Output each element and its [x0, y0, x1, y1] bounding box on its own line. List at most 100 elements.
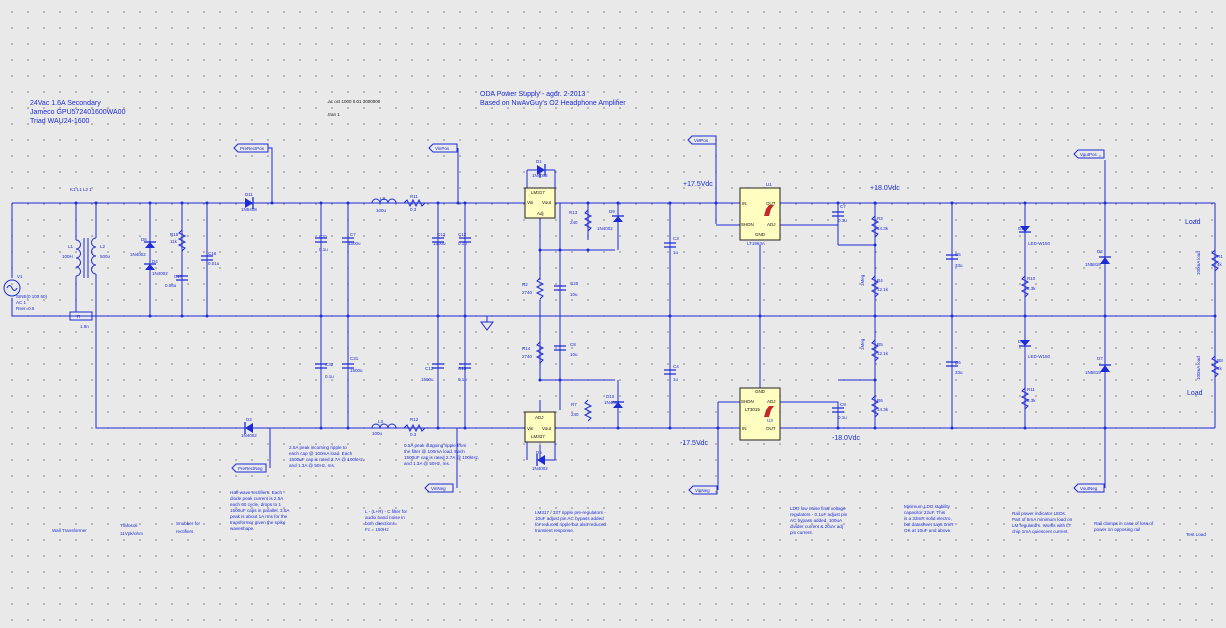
diode-d6[interactable]: [144, 241, 156, 248]
resistor-r7[interactable]: [583, 399, 593, 422]
label-notes-stability-2: is a 33mR solid electro,: [904, 516, 952, 521]
capacitor-c31[interactable]: [315, 237, 327, 243]
capacitor-c32[interactable]: [315, 363, 327, 369]
label-components-r7-val: 240: [571, 412, 579, 417]
led-d13[interactable]: [1019, 226, 1031, 233]
capacitor-c9[interactable]: [832, 407, 844, 413]
capacitor-c4[interactable]: [664, 369, 676, 375]
resistor-r15[interactable]: [177, 229, 187, 252]
label-components-r14-val: 2740: [522, 354, 533, 359]
label-components-l2: L2: [100, 244, 106, 249]
sim-cmd-tran: .tran 1: [327, 112, 340, 117]
capacitor-c12b[interactable]: [432, 363, 444, 369]
label-components-d5: D5: [536, 450, 542, 455]
capacitor-c17[interactable]: [176, 275, 188, 281]
note-test-load: Test Load: [1186, 532, 1206, 537]
resistor-r11b[interactable]: [1020, 387, 1030, 410]
resistor-r4[interactable]: [870, 275, 880, 298]
capacitor-c13b[interactable]: [459, 363, 471, 369]
regulator-lm337[interactable]: [524, 411, 556, 443]
label-notes-lc-3: Fc = 150Hz: [365, 527, 389, 532]
resistor-r3[interactable]: [870, 215, 880, 238]
resistor-r1[interactable]: [1210, 249, 1220, 272]
label-notes-halfwave-0: Half-wave rectifiers. Each: [230, 490, 283, 495]
ldo-u3[interactable]: [739, 387, 781, 441]
label-components-r1: R1: [1217, 254, 1223, 259]
wire-snubber: [149, 203, 208, 316]
resistor-r2[interactable]: [535, 277, 545, 300]
diode-d4[interactable]: [144, 263, 156, 270]
label-components-d11: D11: [245, 192, 253, 197]
diode-d11[interactable]: [245, 197, 254, 209]
led-d14[interactable]: [1019, 340, 1031, 347]
label-notes-led-1: Part of 5mA minimum load on: [1012, 517, 1073, 522]
inductor-l3[interactable]: [371, 198, 397, 204]
diode-d5[interactable]: [536, 454, 545, 466]
resistor-r5[interactable]: [870, 339, 880, 362]
wire-u3-in: [700, 401, 740, 490]
label-components-r2: R2: [522, 282, 528, 287]
label-components-r6: R6: [877, 398, 883, 403]
label-components-d13-val: LED-W150: [1028, 241, 1051, 246]
ldo-u1[interactable]: [739, 187, 781, 241]
capacitor-c8[interactable]: [554, 345, 566, 351]
label-components-d4-val: 1N4002: [152, 271, 168, 276]
label-components-u1: U1: [766, 182, 772, 187]
capacitor-c16[interactable]: [201, 255, 213, 261]
label-components-d1: D1: [536, 159, 542, 164]
source-line-1: 24Vac 1.6A Secondary: [30, 100, 101, 107]
label-components-c12b: C12: [425, 366, 434, 371]
resistor-r8[interactable]: [1210, 355, 1220, 378]
label-notes-stability-0: Minimum LDO stability: [904, 504, 951, 509]
label-components-c13: C13: [437, 232, 446, 237]
label-components-r2-val: 2740: [522, 290, 533, 295]
capacitor-c12[interactable]: [459, 237, 471, 243]
transformer-l1-l2[interactable]: [69, 237, 97, 321]
label-components-r13: R13: [569, 210, 578, 215]
capacitor-c6[interactable]: [946, 361, 958, 367]
voltage-pos-in: +17.5Vdc: [683, 181, 713, 188]
label-components-c32: C32: [325, 362, 334, 367]
capacitor-c5[interactable]: [946, 254, 958, 260]
voltage-source-v1[interactable]: [3, 279, 21, 297]
netlabel-boxes: [231, 135, 1105, 495]
label-components-u3-part: LT3015: [745, 407, 760, 412]
diode-d9[interactable]: [612, 215, 624, 222]
label-components-l3b-val: 100u: [372, 431, 383, 436]
label-components-r15-val: 11k: [170, 239, 178, 244]
capacitor-c7[interactable]: [342, 237, 354, 243]
diode-d7[interactable]: [1099, 364, 1111, 372]
resistor-r14[interactable]: [535, 341, 545, 364]
regulator-lm317[interactable]: [524, 187, 556, 219]
resistor-r11[interactable]: [403, 198, 426, 208]
resistor-r10[interactable]: [1020, 275, 1030, 298]
label-components-c17-val: 0.06u: [165, 283, 177, 288]
label-components-pin-in: IN: [742, 426, 747, 431]
capacitor-c31b[interactable]: [342, 363, 354, 369]
capacitor-c13[interactable]: [432, 237, 444, 243]
diode-d3[interactable]: [244, 422, 253, 434]
label-notes-ripple2-3: and 1.3A @ 50Hz, ms.: [404, 461, 450, 466]
label-components-l3: L3: [380, 196, 386, 201]
diode-d2[interactable]: [1099, 256, 1111, 264]
label-components-pin-shdn: SHDN: [741, 399, 754, 404]
resistor-r13[interactable]: [583, 209, 593, 232]
diode-d1[interactable]: [537, 164, 546, 176]
resistor-r6[interactable]: [870, 395, 880, 418]
capacitor-c3[interactable]: [664, 242, 676, 248]
resistor-r12[interactable]: [403, 423, 426, 433]
label-components-c13-val: 1500u: [433, 241, 446, 246]
label-components-d9-val: 1N4002: [597, 226, 613, 231]
capacitor-c7b[interactable]: [832, 211, 844, 217]
label-components-r1-val: 4k: [1217, 262, 1223, 267]
label-components-pin-vout: Vout: [542, 426, 552, 431]
label-notes-halfwave-2: each 60 cycle, drops to 1: [230, 502, 282, 507]
label-notes-led-3: chip 1mA quiescent current.: [1012, 529, 1069, 534]
diode-d10[interactable]: [612, 401, 624, 408]
capacitor-c20[interactable]: [554, 285, 566, 291]
label-components-c32-val: 0.1u: [325, 374, 334, 379]
label-components-r5: R5: [877, 342, 883, 347]
inductor-l3b[interactable]: [371, 423, 397, 429]
